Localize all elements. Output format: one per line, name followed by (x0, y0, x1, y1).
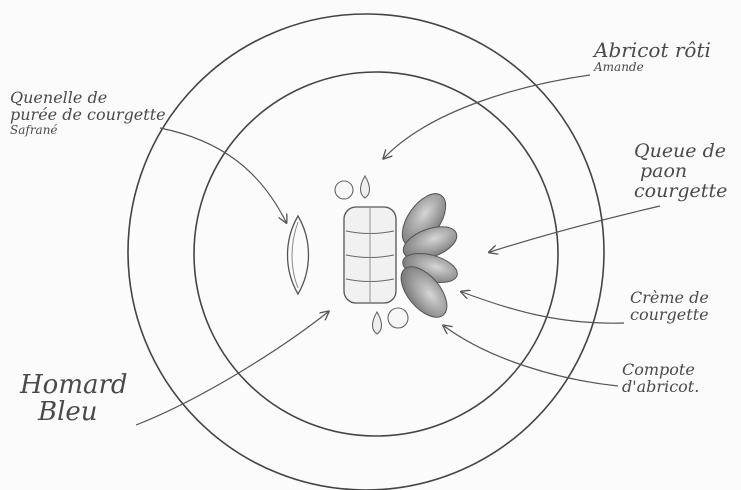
arrow-quenelle (160, 128, 286, 222)
label-queue: Queue de paon courgette (634, 142, 727, 202)
arrow-abricot (384, 75, 590, 158)
label-compote: Compote d'abricot. (622, 362, 699, 396)
courgette-peacock-tail (392, 186, 461, 325)
label-quenelle: Quenelle de purée de courgette Safrané (10, 90, 166, 136)
arrow-queue (490, 206, 660, 252)
label-creme: Crème de courgette (630, 290, 709, 324)
label-abricot: Abricot rôti Amande (594, 40, 711, 74)
lobster-tail (344, 207, 396, 303)
arrow-homard (136, 312, 328, 425)
quenelle-shape (288, 216, 309, 294)
arrow-compote (444, 326, 618, 386)
label-homard: Homard Bleu (20, 372, 128, 427)
